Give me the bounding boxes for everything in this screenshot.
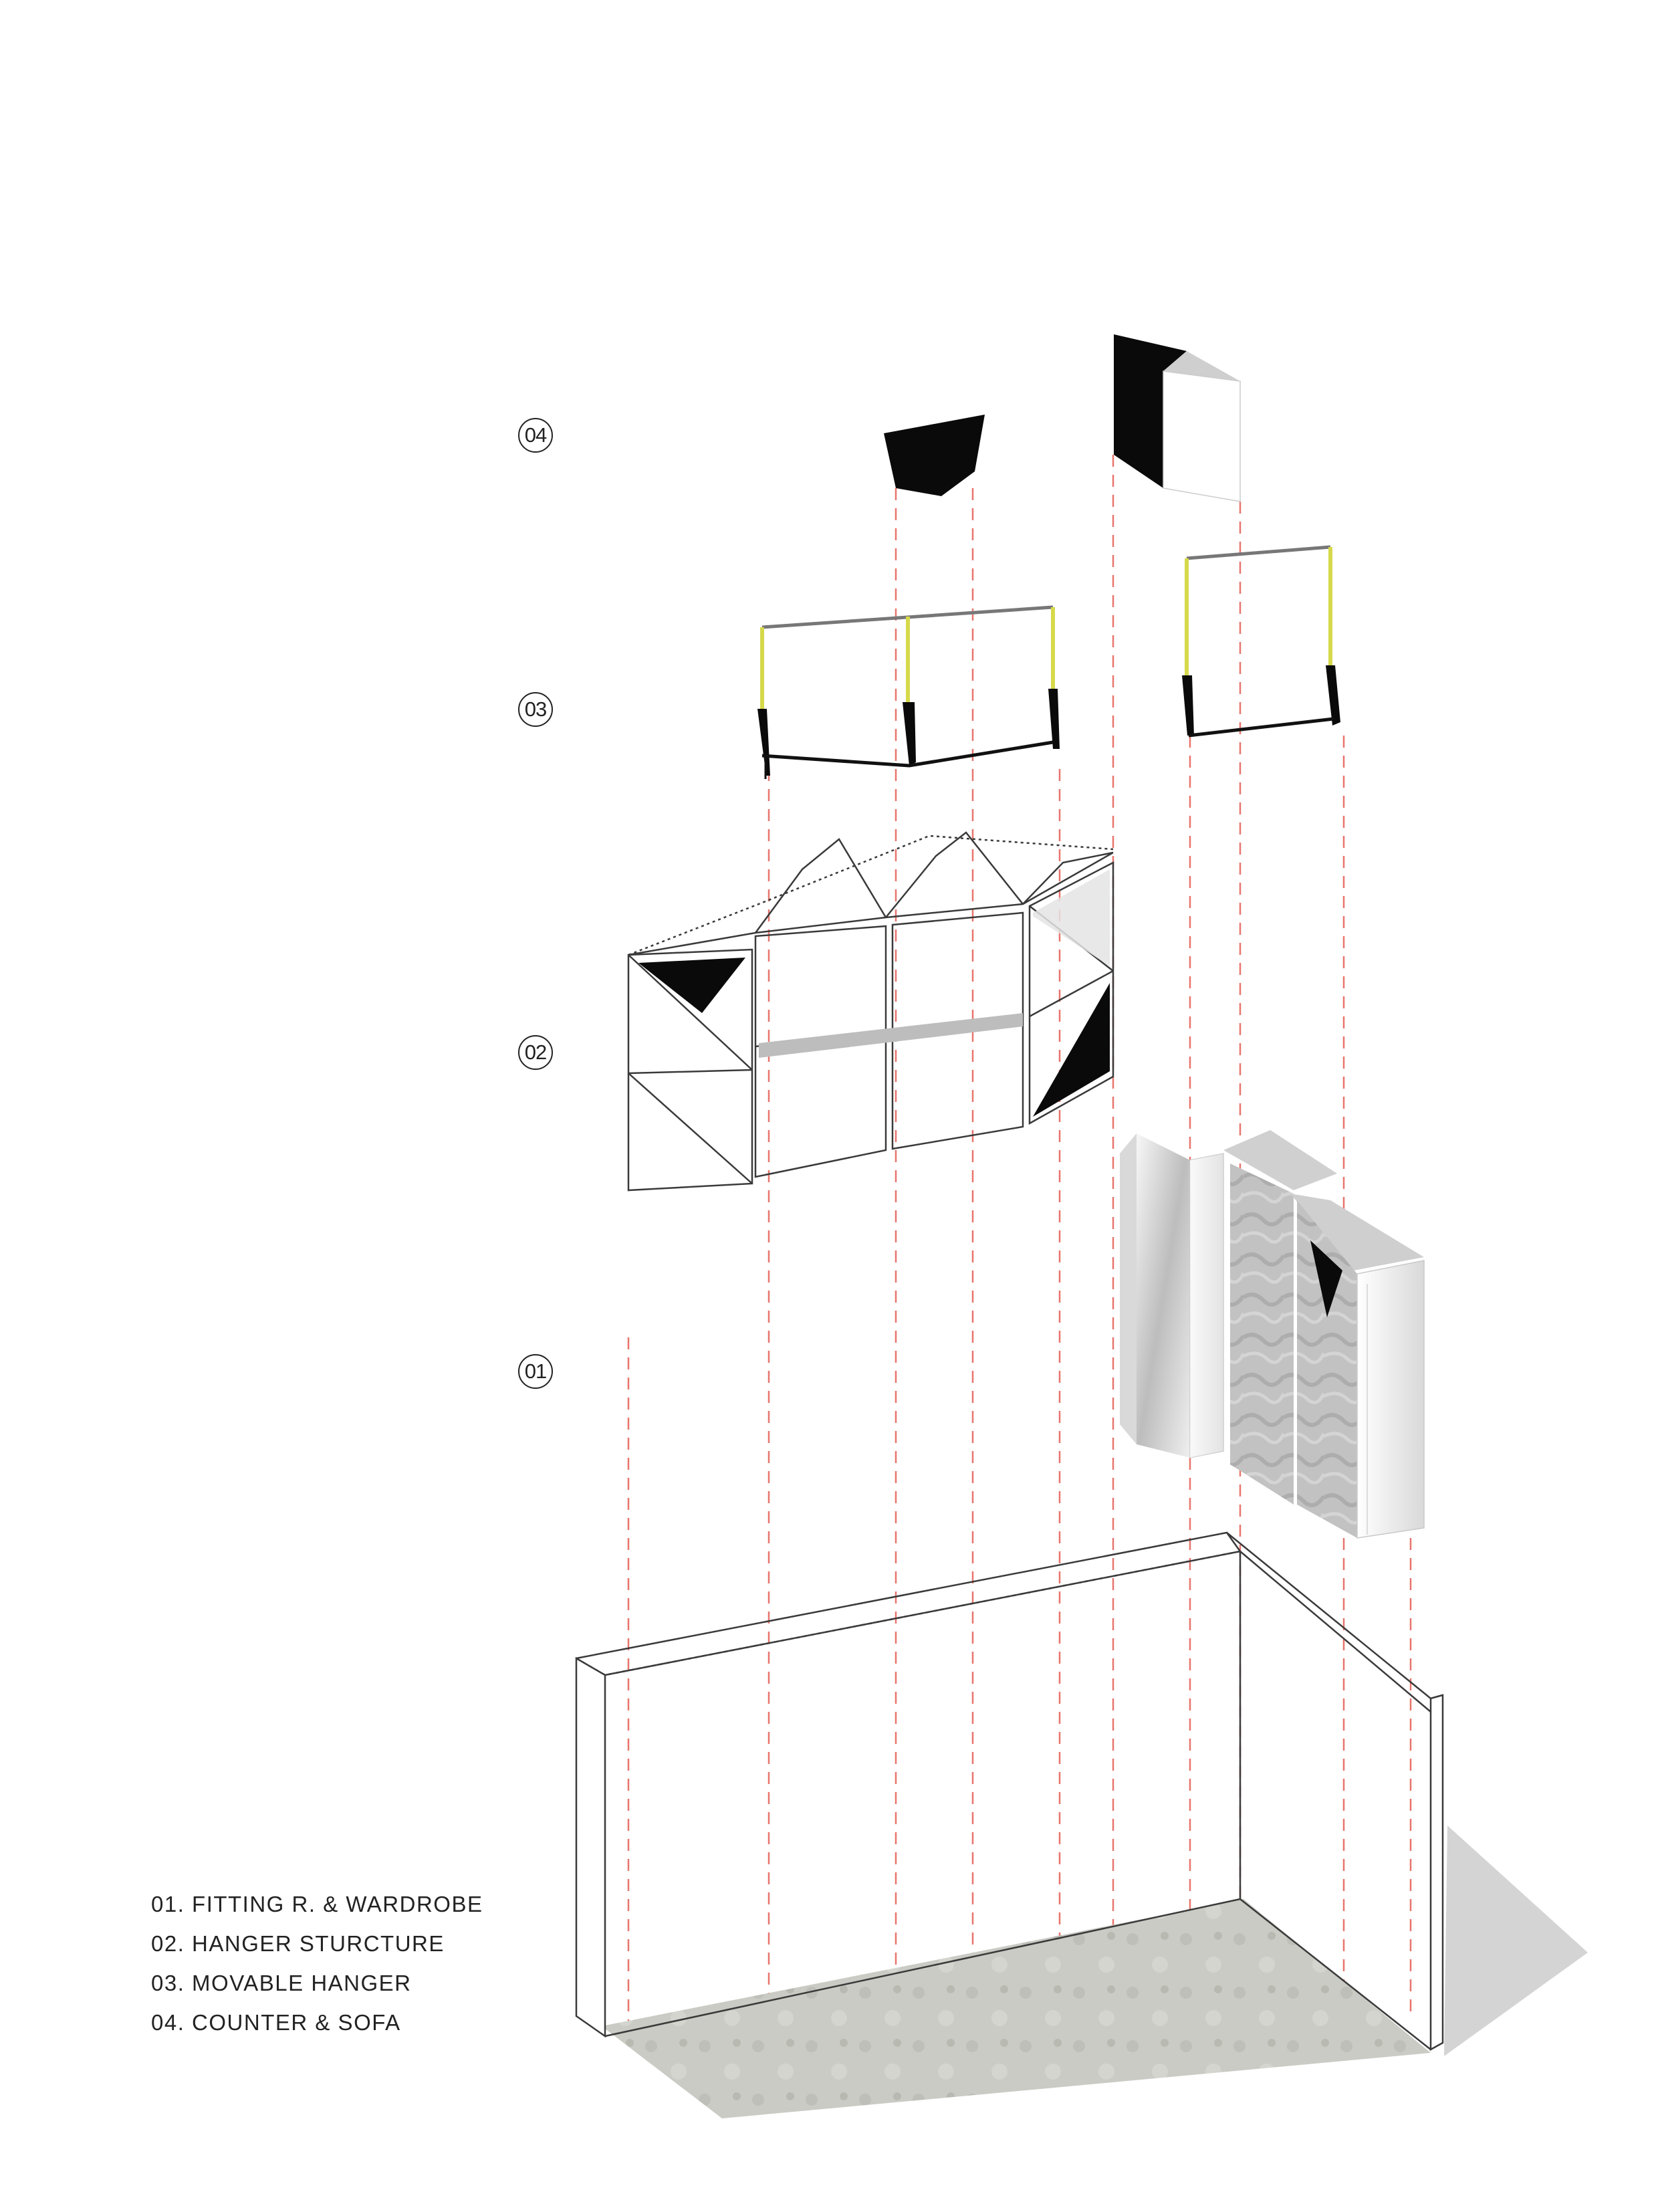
- wardrobe-door-left: [1230, 1164, 1294, 1505]
- hanger-left-pair: [757, 605, 1060, 779]
- room-shell: [575, 1531, 1588, 2118]
- black-panel-right: [1033, 983, 1110, 1117]
- wardrobe-door-right: [1297, 1200, 1357, 1538]
- grey-panel-right-top: [1033, 869, 1110, 966]
- counter-sofa-level: [884, 334, 1241, 502]
- level-label-03: 03: [518, 692, 553, 727]
- legend-item: 04. COUNTER & SOFA: [151, 2010, 401, 2035]
- concrete-floor: [602, 1899, 1431, 2118]
- room-shadow: [1444, 1826, 1588, 2056]
- legend-item: 01. FITTING R. & WARDROBE: [151, 1892, 483, 1916]
- legend-item: 02. HANGER STURCTURE: [151, 1931, 445, 1956]
- fitting-room-panel: [1137, 1133, 1190, 1458]
- level-label-04: 04: [518, 418, 553, 453]
- fitting-room-wardrobe-level: [1120, 1130, 1425, 1539]
- level-label-02: 02: [518, 1035, 553, 1070]
- movable-hanger-level: [757, 545, 1340, 779]
- legend-item: 03. MOVABLE HANGER: [151, 1971, 412, 1995]
- shelf: [759, 1013, 1023, 1058]
- hanger-right: [1182, 545, 1340, 738]
- counter-block: [884, 415, 985, 496]
- black-corner-panel-left: [638, 958, 745, 1013]
- sofa-block: [1114, 334, 1241, 502]
- hanger-structure-fills: [638, 869, 1110, 1117]
- level-label-01: 01: [518, 1354, 553, 1389]
- legend: 01. FITTING R. & WARDROBE 02. HANGER STU…: [151, 1884, 483, 2042]
